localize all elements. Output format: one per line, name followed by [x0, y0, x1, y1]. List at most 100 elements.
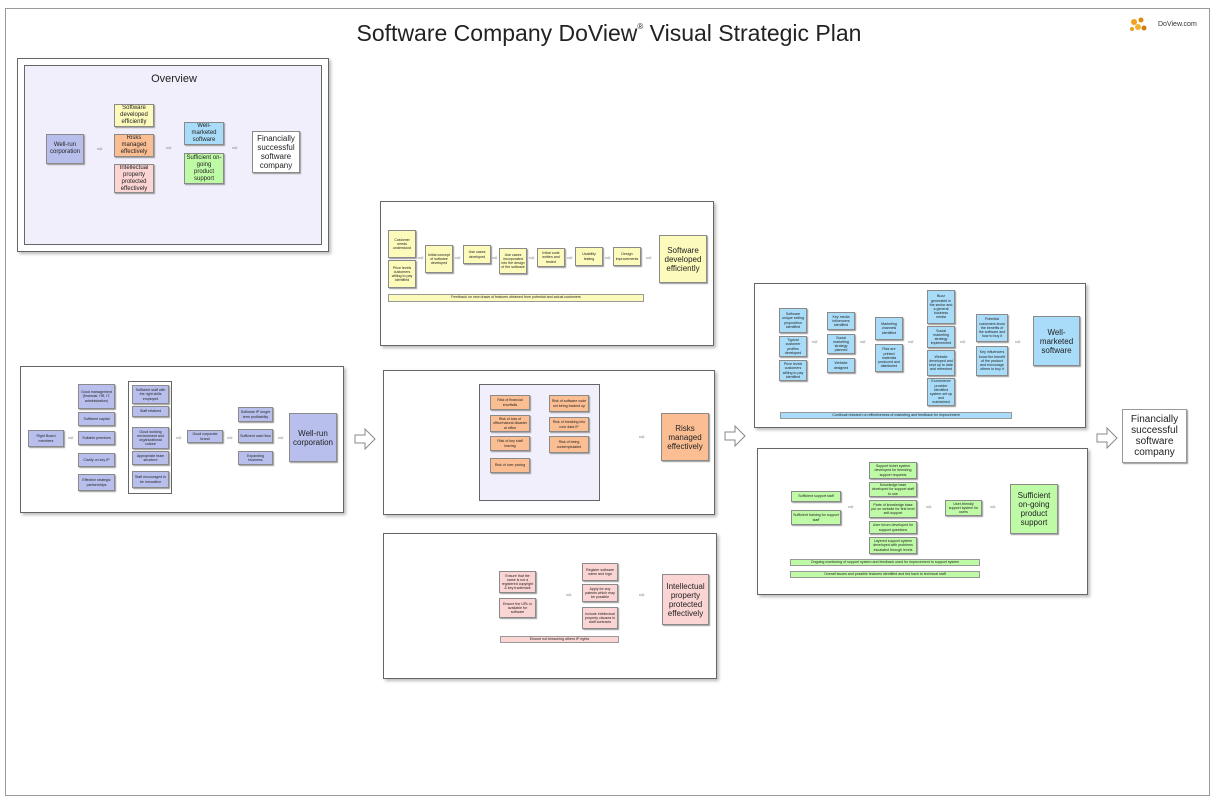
marketed-col1-node[interactable]: Typical customer profiles developed: [779, 336, 807, 357]
wellrun-board-node[interactable]: Right Board members: [28, 430, 64, 447]
ip-panel[interactable]: Ensure that the name is not a registered…: [383, 533, 717, 679]
arrow-icon: ⇨: [455, 255, 461, 262]
registered-mark: ®: [637, 22, 644, 31]
marketed-col4-node[interactable]: Ecommerce provider identified system set…: [927, 378, 955, 406]
ip-right-node[interactable]: Apply for any patents which may be possi…: [582, 584, 618, 602]
wellrun-col2-node[interactable]: Staff encouraged to be innovative: [132, 471, 169, 488]
wellrun-brand-node[interactable]: Good corporate brand: [187, 430, 223, 443]
marketed-col3-node[interactable]: Marketing channels identified: [875, 317, 903, 340]
support-left-node[interactable]: Sufficient training for support staff: [791, 510, 841, 525]
wellrun-col3-node[interactable]: Expanding business: [238, 451, 273, 465]
wellrun-col1-node[interactable]: Good management (financial, HR, IT, admi…: [78, 384, 115, 409]
support-mid-node[interactable]: Knowledge base developed for support sta…: [869, 482, 917, 497]
software-stack-node[interactable]: Price levels customers willing to pay id…: [388, 260, 416, 288]
overview-support-node[interactable]: Sufficient on-going product support: [184, 153, 224, 184]
support-monitor-bar[interactable]: Ongoing monitoring of support system and…: [790, 559, 980, 566]
marketed-col2-node[interactable]: Website designed: [827, 358, 855, 373]
overview-marketed-node[interactable]: Well-marketed software: [184, 122, 224, 145]
software-step-node[interactable]: Design improvements: [613, 247, 641, 266]
support-issues-bar[interactable]: Overall issues and possible features ide…: [790, 571, 980, 578]
support-goal-node[interactable]: Sufficient on-going product support: [1010, 484, 1058, 534]
marketed-col4-node[interactable]: Website developed and kept up to date an…: [927, 350, 955, 376]
arrow-icon: ⇨: [860, 339, 866, 346]
risks-left-node[interactable]: Risk of financial shortfalls: [490, 395, 530, 410]
marketed-goal-node[interactable]: Well-marketed software: [1033, 316, 1080, 366]
arrow-icon: ⇨: [605, 255, 611, 262]
overview-final-node[interactable]: Financially successful software company: [252, 131, 300, 173]
risks-right-node[interactable]: Risk of being contemptulated: [549, 436, 589, 453]
wellrun-col3-node[interactable]: Software IP longer term profitability: [238, 407, 273, 422]
risks-left-node[interactable]: Risk of over pricing: [490, 458, 530, 473]
risks-right-node[interactable]: Risk of breaking into core data IP: [549, 417, 589, 432]
arrow-icon: ⇨: [166, 145, 172, 152]
risks-right-node[interactable]: Risk of software code not being backed u…: [549, 395, 589, 412]
software-step-node[interactable]: Use cases developed: [463, 245, 491, 264]
ip-left-node[interactable]: Ensure the URL is available for software: [499, 598, 536, 618]
title-main: Software Company DoView: [356, 20, 638, 46]
overview-software-node[interactable]: Software developed efficiently: [114, 104, 154, 127]
wellrun-col2-node[interactable]: Staff retained: [132, 406, 169, 417]
support-left-node[interactable]: Sufficient support staff: [791, 491, 841, 502]
support-mid-node[interactable]: Support ticket system developed for item…: [869, 462, 917, 479]
canvas-frame: [5, 8, 1210, 796]
ip-ensure-bar[interactable]: Ensure not breaching others IP rights: [500, 636, 619, 643]
arrow-icon: ⇨: [529, 255, 535, 262]
wellrun-col1-node[interactable]: Suitable premises: [78, 431, 115, 445]
overview-wellrun-node[interactable]: Well-run corporation: [46, 134, 84, 164]
support-mid-node[interactable]: Parts of knowledge base put on website f…: [869, 500, 917, 518]
risks-panel[interactable]: Risk of financial shortfalls Risk of los…: [383, 370, 715, 515]
marketed-col4-node[interactable]: Social marketing strategy implemented: [927, 326, 955, 348]
software-step-node[interactable]: Usability testing: [575, 247, 603, 266]
overview-ip-node[interactable]: Intellectual property protected effectiv…: [114, 164, 154, 193]
marketed-col4-node[interactable]: Buzz generated in the sector and a gener…: [927, 290, 955, 324]
big-arrow-icon: [354, 428, 376, 450]
marketed-col1-node[interactable]: Software unique selling proposition iden…: [779, 308, 807, 333]
ip-goal-node[interactable]: Intellectual property protected effectiv…: [662, 574, 709, 625]
software-stack-node[interactable]: Customer needs understood: [388, 230, 416, 258]
software-step-node[interactable]: Use cases incorporated into the design o…: [499, 248, 527, 274]
arrow-icon: ⇨: [646, 255, 652, 262]
ip-right-node[interactable]: Include intellectual property clauses in…: [582, 607, 618, 629]
wellrun-panel[interactable]: Right Board members ⇨ Good management (f…: [20, 366, 344, 513]
arrow-icon: ⇨: [566, 592, 572, 599]
wellrun-col1-node[interactable]: Clarify on key IP: [78, 453, 115, 467]
marketed-research-bar[interactable]: Continual research on effectiveness of m…: [780, 412, 1012, 419]
support-right-node[interactable]: User-friendly support system for users: [945, 500, 982, 516]
marketed-col5-node[interactable]: Potential customers know the benefits of…: [976, 314, 1008, 342]
wellrun-col1-node[interactable]: Sufficient capital: [78, 412, 115, 426]
wellrun-col3-node[interactable]: Sufficient cash flow: [238, 429, 273, 443]
marketed-col2-node[interactable]: Key media influencers identified: [827, 312, 855, 330]
support-mid-node[interactable]: Layered support system developed with pr…: [869, 537, 917, 554]
support-panel[interactable]: Sufficient support staff Sufficient trai…: [757, 448, 1088, 595]
software-goal-node[interactable]: Software developed efficiently: [659, 235, 707, 283]
ip-left-node[interactable]: Ensure that the name is not a registered…: [499, 571, 536, 593]
risks-left-node[interactable]: Risk of key staff leaving: [490, 436, 530, 451]
marketed-col2-node[interactable]: Social marketing strategy planned: [827, 334, 855, 354]
title-rest: Visual Strategic Plan: [649, 20, 862, 46]
risks-goal-node[interactable]: Risks managed effectively: [661, 413, 709, 461]
doview-logo[interactable]: DoView.com: [1128, 16, 1203, 36]
marketed-col1-node[interactable]: Price levels customers willing to pay id…: [779, 360, 807, 381]
final-outcome-node[interactable]: Financially successful software company: [1122, 409, 1187, 463]
risks-left-node[interactable]: Risk of loss of office/natural disaster …: [490, 415, 530, 432]
software-panel[interactable]: Customer needs understood Price levels c…: [380, 201, 714, 346]
software-step-node[interactable]: Initial code written and tested: [537, 248, 565, 267]
overview-panel[interactable]: Overview Well-run corporation ⇨ Software…: [17, 58, 329, 252]
wellrun-col1-node[interactable]: Effective strategic partnerships: [78, 474, 115, 491]
support-mid-node[interactable]: User forum developed for support questio…: [869, 521, 917, 534]
wellrun-col2-node[interactable]: Appropriate team structure: [132, 451, 169, 465]
marketed-col3-node[interactable]: Risk are printed materials produced and …: [875, 344, 903, 372]
wellrun-col2-node[interactable]: Sufficient staff with the right skills e…: [132, 385, 169, 404]
ip-right-node[interactable]: Register software name and logo: [582, 563, 618, 581]
big-arrow-icon: [1096, 427, 1118, 449]
doview-logo-icon: [1130, 17, 1147, 31]
software-step-node[interactable]: Initial concept of software developed: [425, 245, 453, 273]
wellrun-goal-node[interactable]: Well-run corporation: [289, 413, 337, 462]
arrow-icon: ⇨: [97, 146, 103, 153]
software-feedback-bar[interactable]: Feedback on new draws of features obtain…: [388, 294, 644, 302]
overview-risks-node[interactable]: Risks managed effectively: [114, 134, 154, 157]
wellrun-col2-node[interactable]: Good working environment and organizatio…: [132, 427, 169, 449]
marketed-col5-node[interactable]: Key influencers know the benefit of the …: [976, 346, 1008, 376]
marketed-panel[interactable]: Software unique selling proposition iden…: [754, 283, 1086, 428]
logo-text: DoView.com: [1158, 21, 1197, 28]
